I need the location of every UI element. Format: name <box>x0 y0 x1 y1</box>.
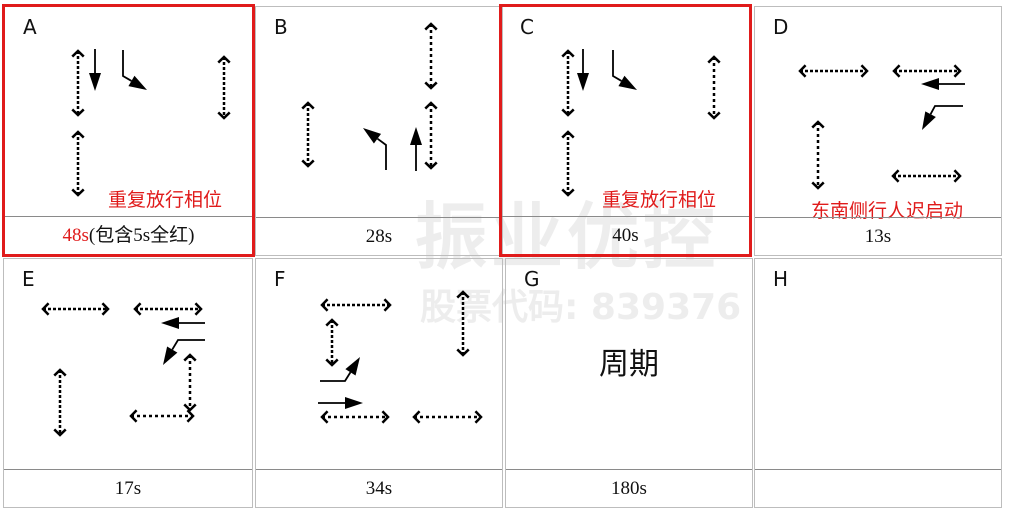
phase-e: E 17s <box>3 258 253 508</box>
watermark-name: 振业优控 <box>415 195 720 279</box>
pedestrian-crossing-icon <box>412 410 483 424</box>
left-turn-arrow-icon <box>320 357 360 382</box>
pedestrian-crossing-icon <box>320 298 392 312</box>
through-arrow-icon <box>410 127 422 171</box>
phase-f: F 34s <box>255 258 503 508</box>
phase-duration: 34s <box>256 469 502 507</box>
pedestrian-crossing-icon <box>217 55 231 120</box>
pedestrian-crossing-icon <box>707 55 721 120</box>
cycle-label: 周期 <box>599 347 659 382</box>
duration-value: 48s <box>62 225 89 246</box>
phase-letter: F <box>274 267 286 291</box>
phase-duration: 40s <box>502 216 749 254</box>
phase-annotation: 重复放行相位 <box>602 189 717 211</box>
phase-h: H <box>754 258 1002 508</box>
phase-annotation: 重复放行相位 <box>108 189 223 211</box>
pedestrian-crossing-icon <box>891 169 962 183</box>
phase-duration <box>755 469 1001 507</box>
phase-duration: 48s(包含5s全红) <box>5 216 252 254</box>
pedestrian-crossing-icon <box>301 101 315 168</box>
left-turn-arrow-icon <box>363 128 387 170</box>
pedestrian-crossing-icon <box>41 302 110 316</box>
phase-b: B 28s <box>255 6 503 256</box>
pedestrian-crossing-icon <box>811 120 825 190</box>
phase-duration: 180s <box>506 469 752 507</box>
pedestrian-crossing-icon <box>424 101 438 170</box>
phase-d: D 东南侧行人迟启动 13s <box>754 6 1002 256</box>
through-arrow-icon <box>89 49 101 91</box>
phase-letter: C <box>520 15 534 39</box>
pedestrian-crossing-icon <box>183 353 197 412</box>
left-turn-arrow-icon <box>922 105 963 130</box>
pedestrian-crossing-icon <box>424 22 438 90</box>
watermark-code: 股票代码: 839376 <box>420 287 742 328</box>
pedestrian-crossing-icon <box>456 290 470 357</box>
pedestrian-crossing-icon <box>561 130 575 197</box>
phase-letter: E <box>22 267 35 291</box>
pedestrian-crossing-icon <box>71 130 85 197</box>
phase-duration: 28s <box>256 217 502 255</box>
left-turn-arrow-icon <box>163 339 205 365</box>
phase-a: A 重复放行相位 48s(包含5s全红) <box>2 4 255 257</box>
phase-letter: D <box>773 15 789 39</box>
through-arrow-icon <box>577 49 589 91</box>
phase-c: C 重复放行相位 40s <box>499 4 752 257</box>
pedestrian-crossing-icon <box>561 49 575 117</box>
pedestrian-crossing-icon <box>320 410 390 424</box>
duration-note: (包含5s全红) <box>88 225 195 246</box>
pedestrian-crossing-icon <box>892 64 962 78</box>
pedestrian-crossing-icon <box>129 409 195 423</box>
pedestrian-crossing-icon <box>71 49 85 117</box>
through-arrow-icon <box>161 317 205 329</box>
pedestrian-crossing-icon <box>53 368 67 437</box>
phase-annotation: 东南侧行人迟启动 <box>811 200 964 222</box>
pedestrian-crossing-icon <box>798 64 869 78</box>
phase-letter: A <box>23 15 37 39</box>
phase-letter: H <box>773 267 789 291</box>
phase-g: G 周期 180s <box>505 258 753 508</box>
phase-letter: B <box>274 15 288 39</box>
phase-duration: 13s <box>755 217 1001 255</box>
through-arrow-icon <box>921 78 965 90</box>
phase-letter: G <box>524 267 540 291</box>
through-arrow-icon <box>318 397 363 409</box>
right-turn-arrow-icon <box>122 50 147 90</box>
pedestrian-crossing-icon <box>325 318 339 367</box>
phase-duration: 17s <box>4 469 252 507</box>
through-arrow-icon <box>612 50 637 90</box>
pedestrian-crossing-icon <box>133 302 203 316</box>
